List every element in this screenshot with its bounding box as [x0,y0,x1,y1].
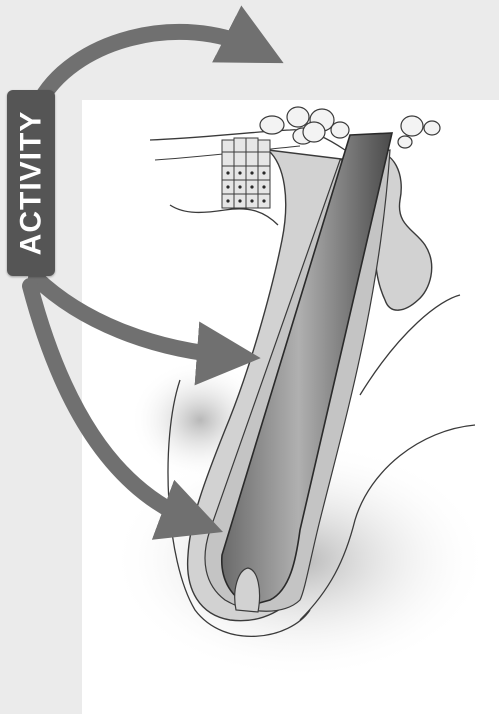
activity-label: ACTIVITY [14,111,48,256]
activity-badge: ACTIVITY [7,90,55,276]
dermis-curve-outer [360,295,460,395]
